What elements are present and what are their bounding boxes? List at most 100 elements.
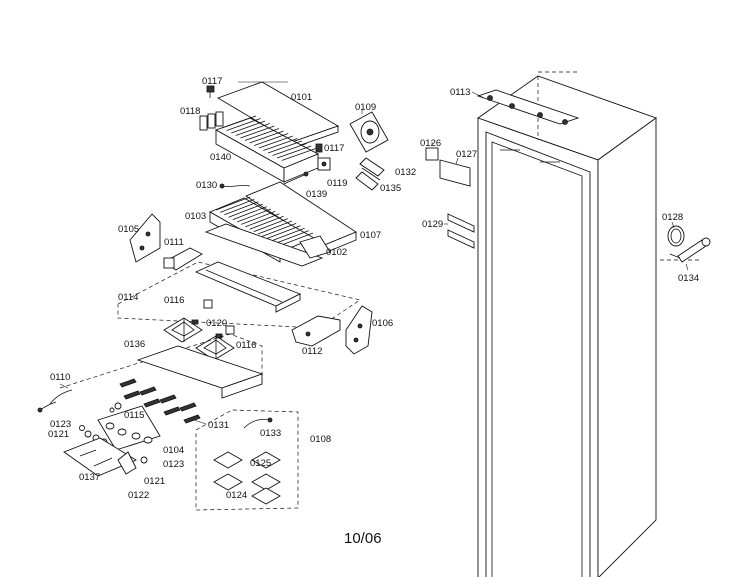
part-0115-knob (109, 402, 122, 413)
label-0136: 0136 (124, 339, 145, 350)
fin-line (245, 213, 280, 228)
vent-slot (179, 402, 197, 412)
label-0132: 0132 (395, 167, 416, 178)
fin-line (226, 118, 261, 131)
fin-line (224, 201, 259, 216)
part-0133-wire (243, 417, 273, 429)
vent-slot (143, 398, 161, 408)
label-0140: 0140 (210, 152, 231, 163)
label-0113: 0113 (450, 87, 470, 98)
fin-line (253, 218, 288, 232)
fin-line (270, 227, 305, 242)
part-0134-bolt (669, 237, 711, 271)
label-0120: 0120 (206, 318, 227, 329)
vent-slot (123, 390, 141, 400)
part-0137-front-panel (63, 437, 137, 477)
fin-line (232, 206, 267, 220)
label-0122: 0122 (128, 490, 149, 501)
vent-slot (139, 386, 157, 396)
fin-line (274, 230, 309, 244)
label-0128: 0128 (662, 212, 683, 223)
fin-line (267, 140, 303, 154)
part-0108-region (195, 409, 299, 511)
part-0130-sensor-wire (219, 183, 251, 189)
label-0117-right: 0117 (324, 143, 344, 154)
label-0126: 0126 (420, 138, 441, 149)
part-0120-screw (191, 319, 199, 325)
fin-line (249, 215, 284, 230)
fin-line (262, 223, 297, 237)
fin-line (221, 115, 257, 129)
part-0129-strips (444, 213, 475, 249)
part-0118-clips (199, 111, 224, 131)
fin-line (277, 145, 312, 159)
label-0121-left: 0121 (48, 429, 69, 440)
label-0129: 0129 (422, 219, 443, 230)
part-0113-top-rail (471, 89, 580, 125)
part-0105-bracket (129, 213, 161, 263)
label-0123-right: 0123 (163, 459, 184, 470)
part-0109-fan (349, 110, 389, 153)
fin-line (266, 225, 301, 240)
label-0117-top: 0117 (202, 76, 222, 87)
label-0102: 0102 (326, 247, 347, 258)
label-0116-top: 0116 (164, 295, 184, 306)
label-0133: 0133 (260, 428, 281, 439)
part-0119-clip (317, 157, 331, 171)
label-0125: 0125 (250, 458, 271, 469)
vent-slot (119, 378, 137, 388)
part-0139-sensor-wire (283, 171, 309, 185)
refrigerator-cabinet (477, 71, 700, 577)
part-0102-drip-tray (204, 223, 331, 267)
label-0114: 0114 (118, 292, 138, 303)
label-0112: 0112 (302, 346, 322, 357)
fin-line (236, 208, 272, 223)
part-0104-control-unit (97, 405, 161, 451)
part-0114-region (117, 261, 361, 329)
part-0135-grip (355, 171, 379, 191)
callout-labels: 0117 0101 0118 0109 0140 0117 0119 0132 … (48, 76, 699, 501)
part-0120-screw-b (215, 333, 223, 339)
label-0123-left: 0123 (50, 419, 71, 430)
label-0137: 0137 (79, 472, 100, 483)
part-0110-wire-harness (37, 383, 73, 413)
fin-line (263, 138, 298, 151)
fin-line (241, 211, 276, 225)
fin-line (228, 203, 263, 218)
label-0135: 0135 (380, 183, 401, 194)
fin-line (231, 120, 266, 134)
label-0139: 0139 (306, 189, 327, 200)
label-0110: 0110 (50, 372, 70, 383)
label-0109: 0109 (355, 102, 376, 113)
vent-slot (183, 414, 201, 424)
fin-line (235, 123, 270, 136)
part-0126-switch (425, 142, 439, 161)
fin-line (281, 148, 316, 161)
part-0123-screw-b (140, 456, 148, 464)
label-0130: 0130 (196, 180, 217, 191)
fin-line (257, 220, 293, 235)
fin-line (258, 135, 293, 149)
fin-line (249, 130, 284, 144)
label-0106: 0106 (372, 318, 393, 329)
part-0136-frame (59, 333, 264, 424)
part-0128-ring (667, 221, 685, 247)
part-0116-nut-b (225, 325, 235, 335)
part-0111-bracket (163, 247, 203, 271)
fin-line (272, 143, 307, 156)
label-0127: 0127 (456, 149, 477, 160)
part-0117-screw (206, 85, 215, 98)
part-0131-lead (193, 419, 207, 425)
fin-line (244, 128, 280, 141)
part-0122-clip (117, 451, 137, 475)
part-0127-panel (439, 157, 471, 187)
label-0131: 0131 (208, 420, 229, 431)
fin-line (215, 196, 251, 211)
fin-line (278, 232, 314, 247)
label-0111: 0111 (164, 237, 184, 248)
label-0101: 0101 (291, 92, 312, 103)
label-0107: 0107 (360, 230, 381, 241)
label-0115: 0115 (124, 410, 144, 421)
label-0103: 0103 (185, 211, 206, 222)
